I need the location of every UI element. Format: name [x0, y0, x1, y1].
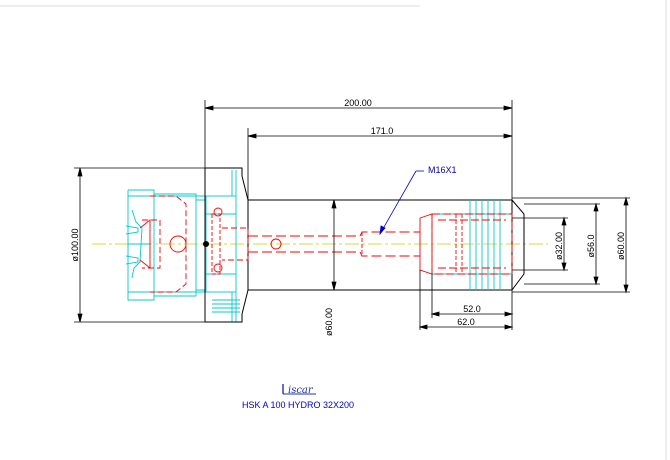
dim-length-52-label: 52.0 — [463, 304, 481, 314]
dim-dia-60-body-label: ø60.00 — [324, 308, 334, 336]
dim-dia-56-label: ø56.0 — [586, 234, 596, 257]
dim-overall-length-label: 200.00 — [344, 98, 372, 108]
thread-callout-leader — [379, 170, 424, 236]
dimension-dia-60-body — [331, 199, 337, 291]
dim-dia-60-nose-label: ø60.00 — [616, 232, 626, 260]
dim-dia-32-label: ø32.00 — [554, 232, 564, 260]
internal-features — [139, 195, 513, 293]
logo-text: iscar — [288, 385, 314, 396]
dimension-overall-length — [204, 100, 513, 200]
dimension-nose-lengths — [418, 270, 514, 330]
datum-point — [203, 241, 209, 247]
nose-detail — [432, 200, 512, 290]
dim-dia-100-label: ø100.00 — [70, 228, 80, 261]
dim-length-62-label: 62.0 — [457, 317, 475, 327]
dimension-dia-100 — [74, 167, 205, 323]
dimension-body-length — [247, 128, 513, 200]
dimension-dia-nose-group — [512, 196, 630, 294]
thread-callout-label: M16X1 — [428, 165, 457, 175]
dim-body-length-label: 171.0 — [371, 126, 394, 136]
hsk-shank — [125, 170, 242, 323]
drawing-title: HSK A 100 HYDRO 32X200 — [242, 400, 354, 410]
iscar-logo: iscar — [282, 384, 316, 396]
